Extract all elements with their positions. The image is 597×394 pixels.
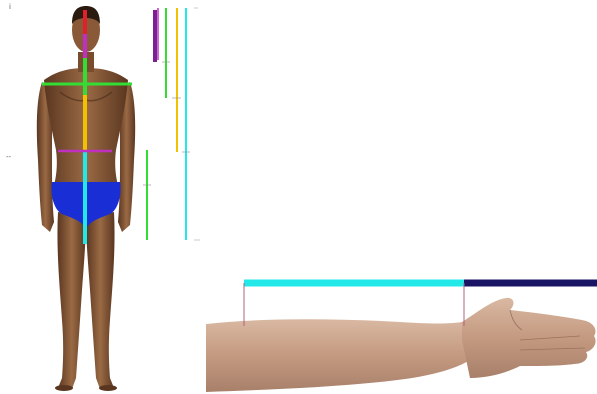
corner-mark: i bbox=[9, 4, 11, 11]
right-leg bbox=[86, 212, 115, 389]
measurement-bars bbox=[143, 8, 200, 240]
hand bbox=[462, 298, 596, 378]
forearm-figure bbox=[206, 298, 596, 392]
left-leg bbox=[57, 212, 86, 389]
side-tick: -- bbox=[6, 154, 11, 161]
forearm bbox=[206, 319, 470, 392]
